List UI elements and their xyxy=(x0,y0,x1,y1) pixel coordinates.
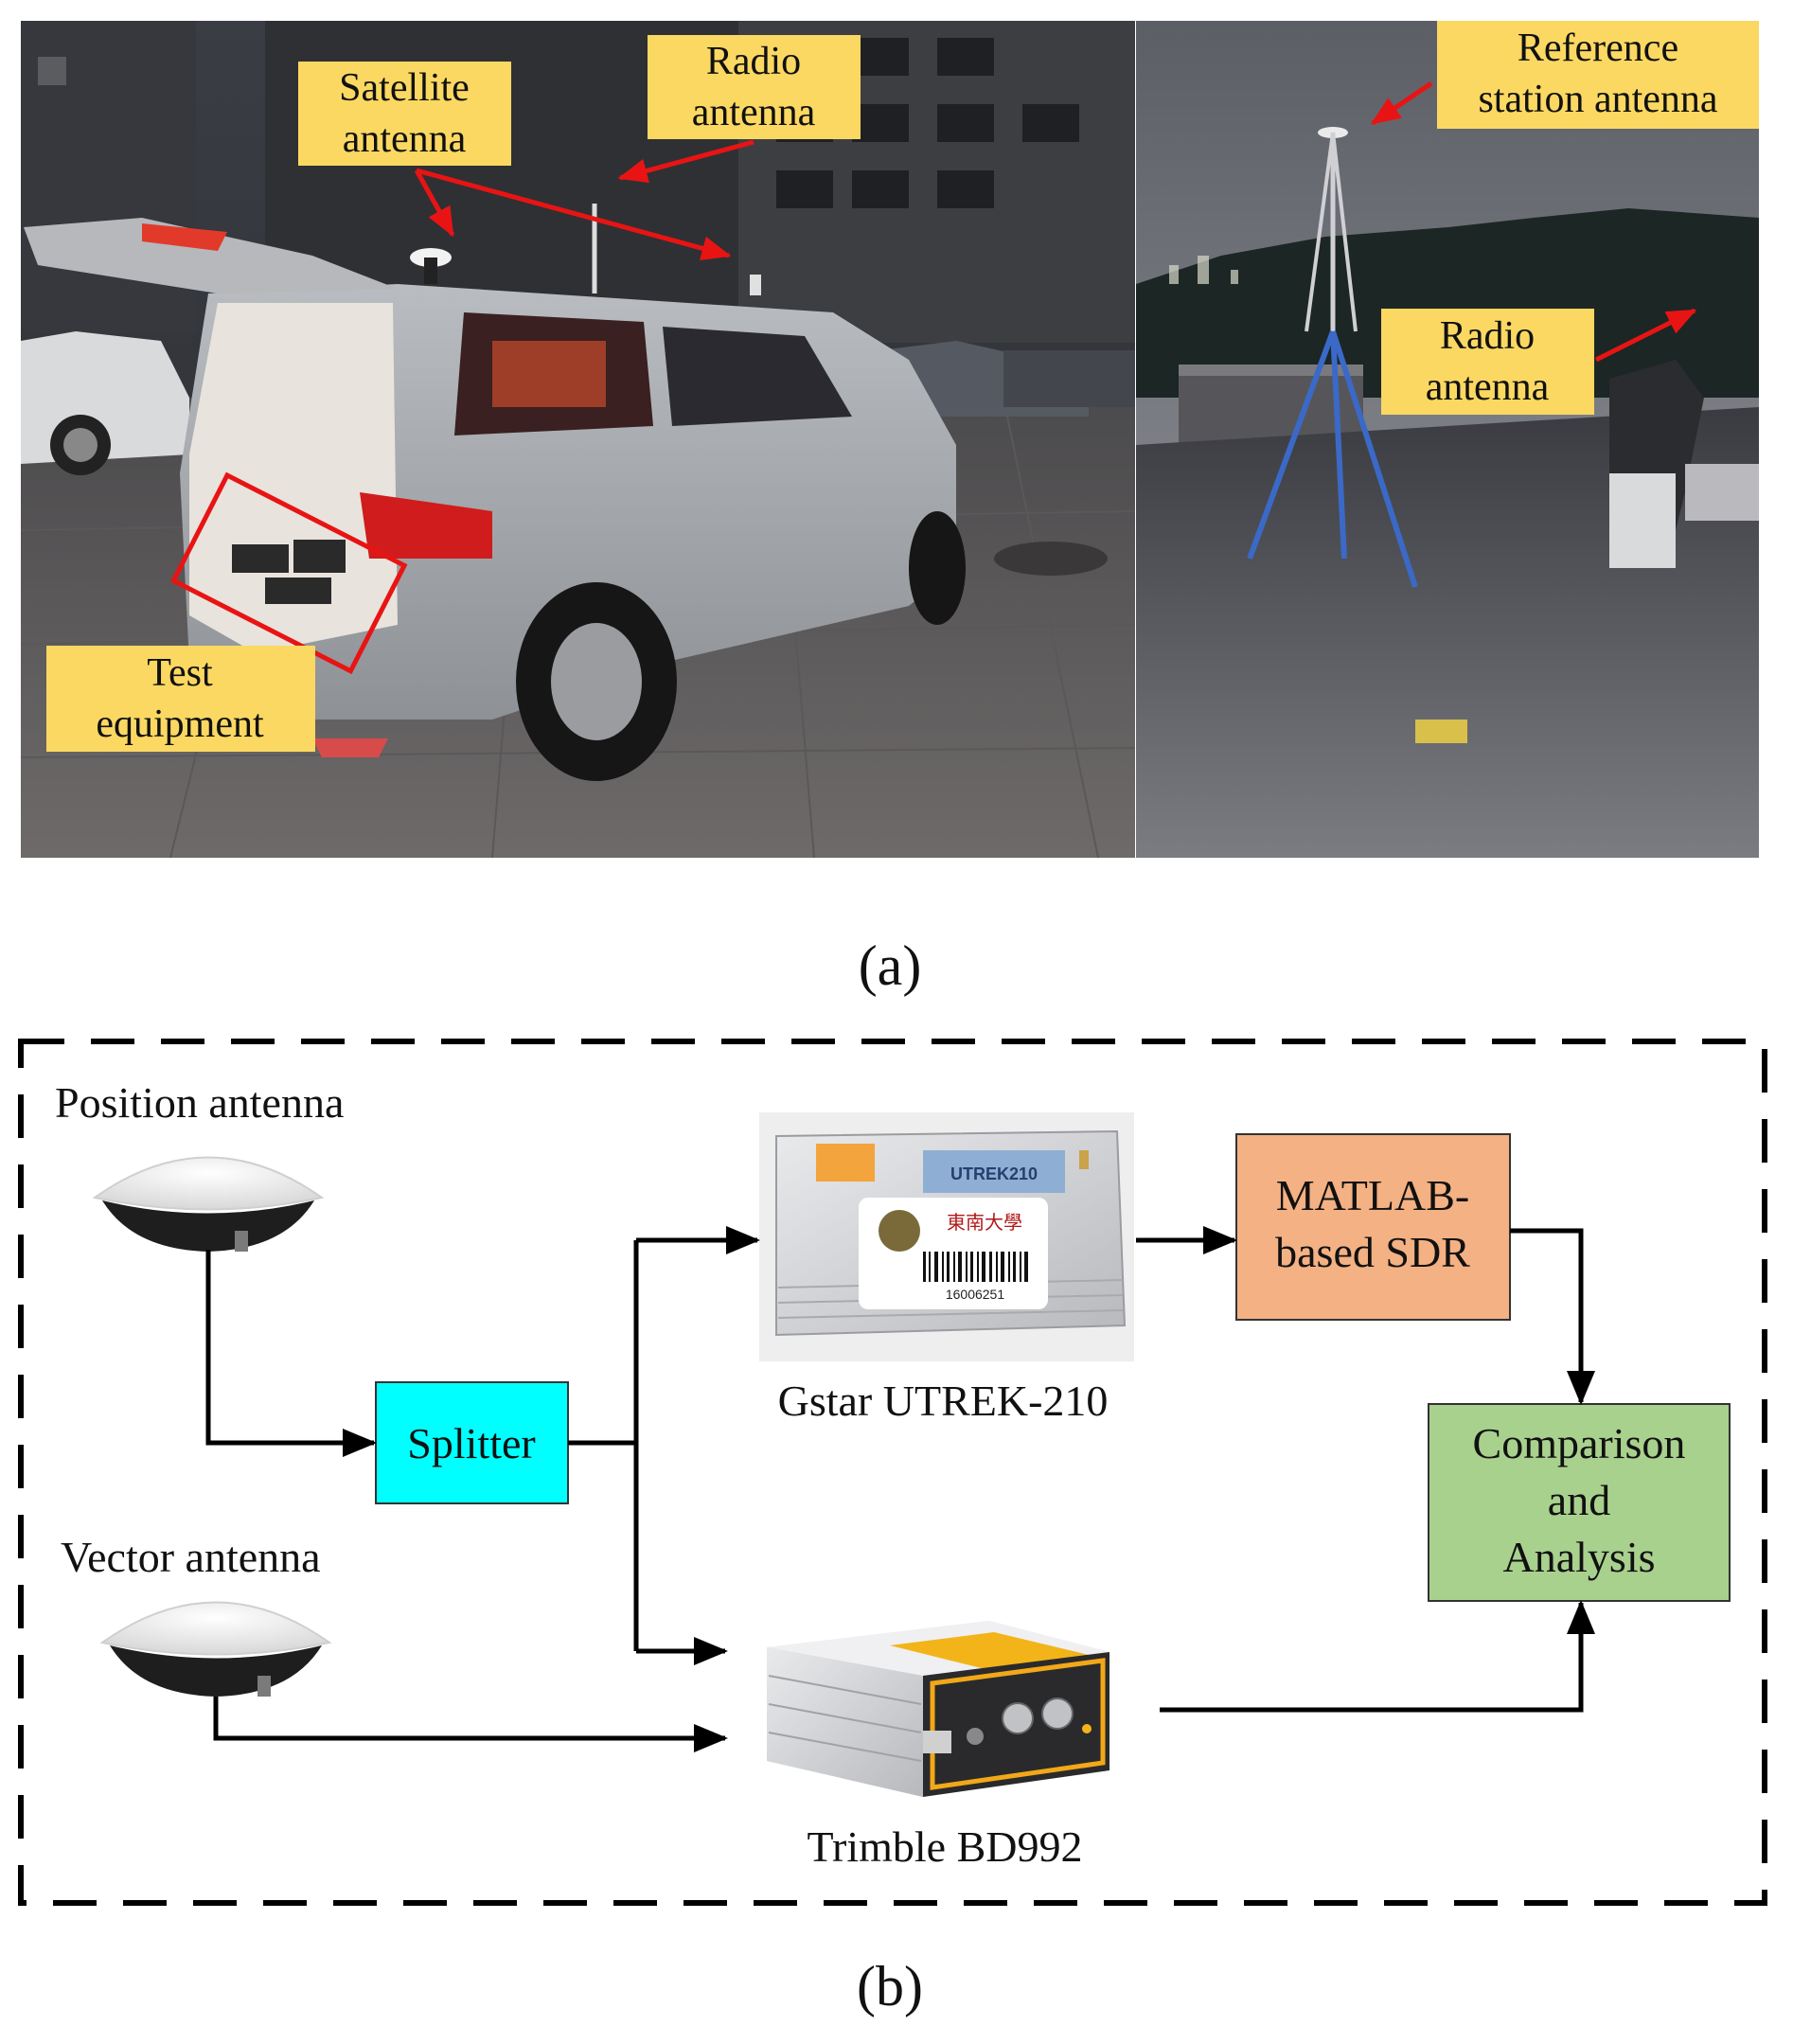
vector-antenna-icon xyxy=(99,1601,332,1697)
label-radio-antenna-station: Radio antenna xyxy=(1381,309,1594,415)
arrow-satellite-antenna-2 xyxy=(416,168,732,261)
label-satellite-antenna: Satellite antenna xyxy=(298,62,511,166)
caption-a: (a) xyxy=(859,934,922,997)
label-test-equipment: Test equipment xyxy=(46,646,315,752)
arrow-radio-antenna-station xyxy=(1594,308,1697,363)
caption-b: (b) xyxy=(857,1955,923,2017)
svg-text:equipment: equipment xyxy=(96,702,264,746)
svg-text:MATLAB-: MATLAB- xyxy=(1276,1171,1469,1219)
svg-text:UTREK210: UTREK210 xyxy=(950,1164,1038,1183)
matlab-sdr-box: MATLAB- based SDR xyxy=(1235,1133,1511,1321)
connectors xyxy=(205,1226,1595,1752)
vector-antenna-label: Vector antenna xyxy=(61,1533,321,1581)
svg-text:東南大學: 東南大學 xyxy=(947,1211,1022,1234)
comparison-analysis-box: Comparison and Analysis xyxy=(1428,1403,1731,1602)
arrow-vector-antenna-to-trimble xyxy=(213,1697,728,1752)
svg-text:based SDR: based SDR xyxy=(1275,1228,1470,1276)
test-equipment-highlight xyxy=(169,471,408,675)
svg-text:antenna: antenna xyxy=(343,117,467,161)
position-antenna-label: Position antenna xyxy=(55,1078,344,1127)
svg-text:and: and xyxy=(1548,1476,1610,1524)
svg-text:station antenna: station antenna xyxy=(1478,78,1717,121)
svg-text:Radio: Radio xyxy=(1440,314,1535,358)
dashed-frame xyxy=(18,1039,1767,1906)
arrow-satellite-antenna xyxy=(414,169,455,238)
svg-text:Analysis: Analysis xyxy=(1503,1533,1656,1581)
position-antenna-icon xyxy=(92,1156,325,1252)
red-pointer-arrows xyxy=(414,80,1697,363)
svg-text:Test: Test xyxy=(147,651,213,695)
arrow-reference-station xyxy=(1370,80,1433,126)
trimble-label: Trimble BD992 xyxy=(808,1822,1083,1871)
reference-station-photo xyxy=(1136,21,1759,858)
arrow-trimble-to-comparison xyxy=(1160,1600,1595,1713)
label-radio-antenna-car: Radio antenna xyxy=(648,35,861,139)
svg-text:Radio: Radio xyxy=(706,40,801,83)
svg-text:antenna: antenna xyxy=(1426,365,1550,409)
trimble-bd992-device xyxy=(767,1621,1110,1797)
arrow-matlab-to-comparison xyxy=(1510,1228,1595,1405)
splitter-box: Splitter xyxy=(375,1381,569,1504)
label-reference-station-antenna: Reference station antenna xyxy=(1437,21,1759,129)
svg-text:Splitter: Splitter xyxy=(407,1419,535,1467)
gstar-utrek210-device: UTREK210 東南大學 16006251 xyxy=(759,1112,1134,1361)
svg-text:Reference: Reference xyxy=(1518,27,1678,70)
arrow-radio-antenna-car xyxy=(617,139,754,184)
gstar-label: Gstar UTREK-210 xyxy=(778,1377,1109,1425)
svg-text:Satellite: Satellite xyxy=(339,66,470,110)
svg-text:antenna: antenna xyxy=(692,91,816,134)
svg-text:Comparison: Comparison xyxy=(1473,1419,1686,1467)
arrow-antenna-to-splitter xyxy=(205,1250,377,1457)
svg-text:16006251: 16006251 xyxy=(946,1287,1005,1302)
